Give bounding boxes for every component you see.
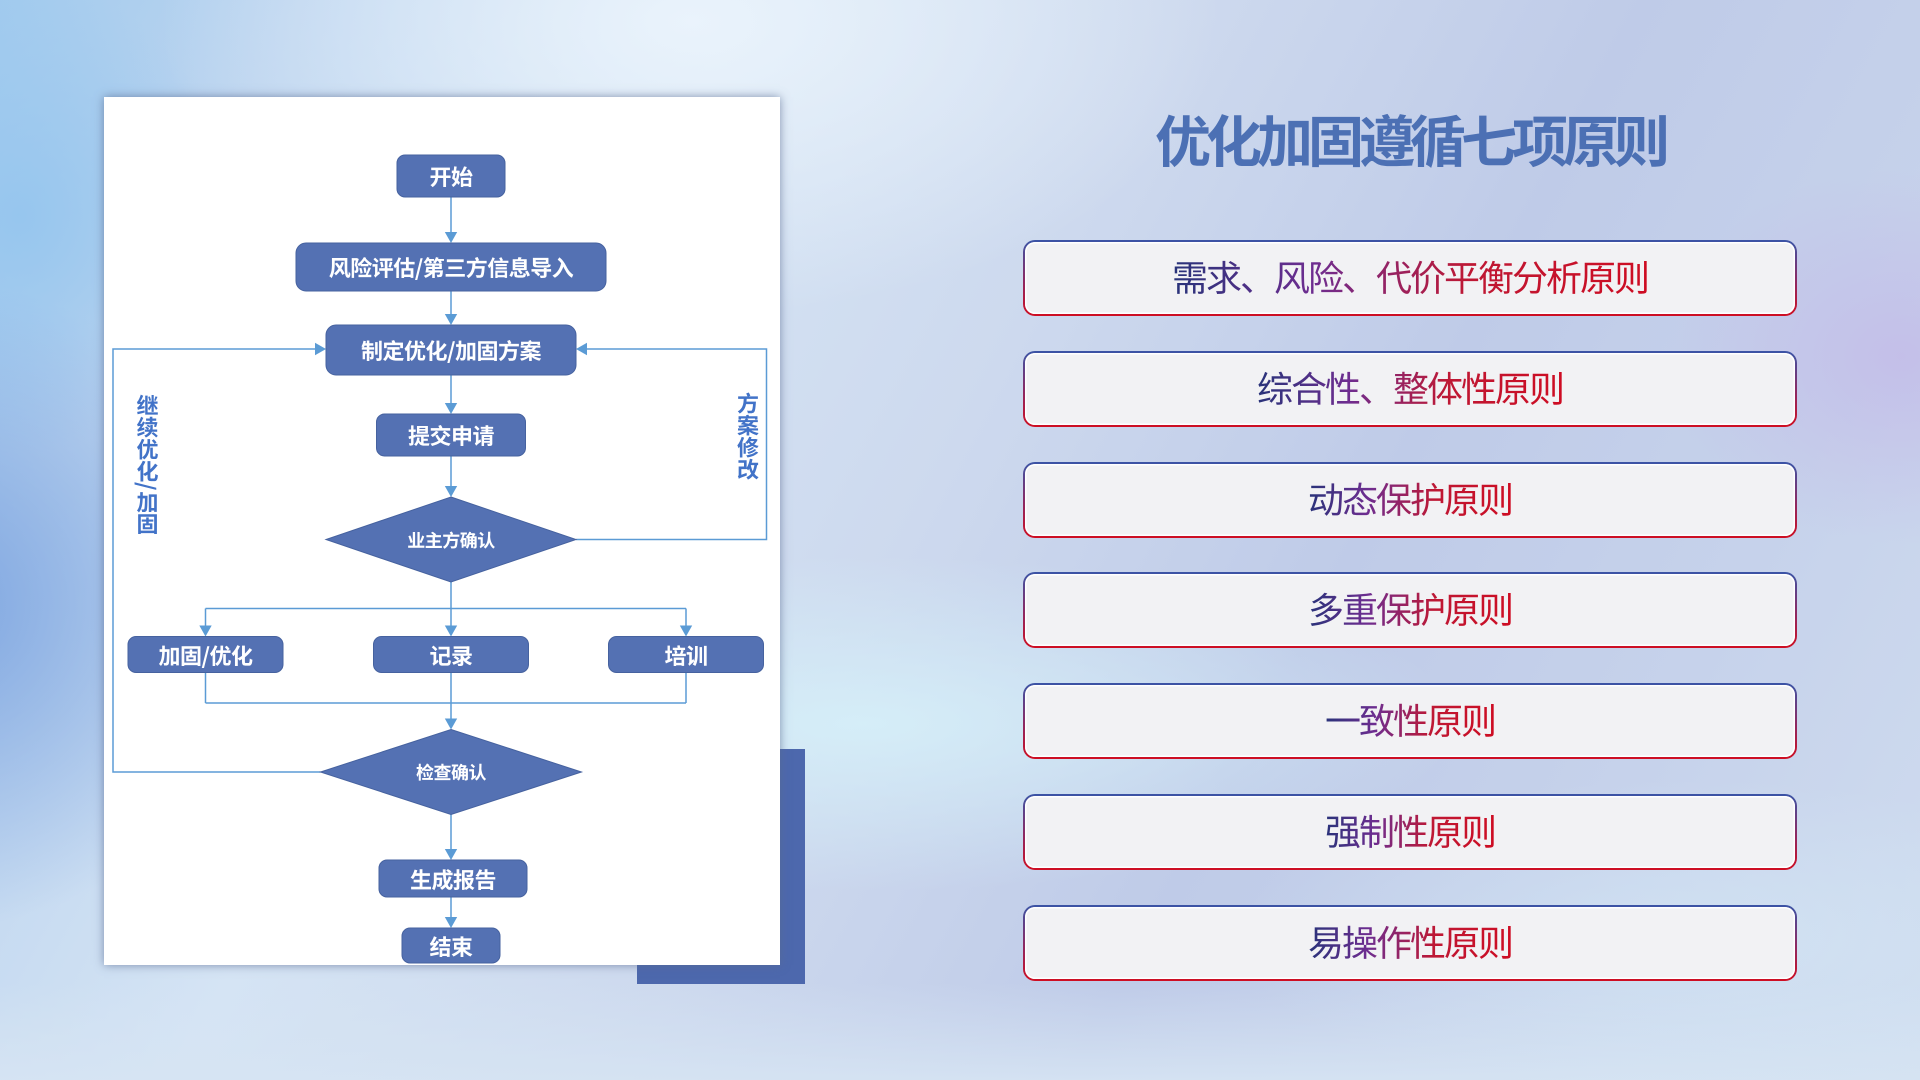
flow-connectors — [112, 197, 768, 918]
flow-shape-report — [378, 859, 528, 898]
flow-shape-owner-confirm — [324, 496, 578, 583]
flow-node-submit-request: 提交申请 — [407, 419, 495, 451]
flow-shape-reinforce — [127, 636, 284, 673]
flow-arrowhead — [315, 342, 326, 356]
flow-connector — [204, 582, 687, 627]
flow-shape-start — [396, 154, 506, 198]
flow-connector — [112, 348, 321, 773]
principle-item-2: 综合性、整体性原则 — [1023, 351, 1797, 427]
flow-node-owner-confirm: 业主方确认 — [407, 526, 495, 553]
principle-item-5: 一致性原则 — [1023, 683, 1797, 759]
flow-arrowhead — [444, 232, 458, 243]
flow-node-reinforce: 加固/优化 — [158, 638, 253, 671]
flow-arrowhead — [444, 718, 458, 730]
flow-shape-end — [401, 927, 501, 964]
principle-label: 多重保护原则 — [1307, 582, 1514, 635]
flow-node-make-plan: 制定优化/加固方案 — [360, 334, 542, 366]
principle-item-1: 需求、风险、代价平衡分析原则 — [1023, 240, 1797, 316]
flow-node-record: 记录 — [429, 638, 473, 671]
flow-shape-training — [608, 636, 764, 673]
flow-shape-check-confirm — [318, 728, 584, 816]
principle-item-3: 动态保护原则 — [1023, 462, 1797, 538]
flow-node-risk-import: 风险评估/第三方信息导入 — [328, 251, 574, 283]
flow-arrowhead — [444, 403, 458, 414]
flow-arrowhead — [444, 314, 458, 325]
principle-item-4: 多重保护原则 — [1023, 572, 1797, 648]
flow-arrowhead — [576, 342, 587, 356]
flowchart-graphic — [112, 154, 768, 964]
principle-item-7: 易操作性原则 — [1023, 905, 1797, 981]
flow-arrowhead — [679, 625, 693, 637]
principle-item-6: 强制性原则 — [1023, 794, 1797, 870]
flow-shape-risk-import — [295, 242, 607, 292]
principle-label: 需求、风险、代价平衡分析原则 — [1171, 250, 1650, 302]
flow-node-end: 结束 — [429, 929, 473, 962]
flowchart-card: 开始风险评估/第三方信息导入制定优化/加固方案提交申请业主方确认加固/优化 记录 培… — [104, 97, 780, 965]
flow-shape-record — [373, 636, 529, 673]
flow-arrowhead — [199, 625, 212, 637]
principle-label: 一致性原则 — [1324, 693, 1497, 746]
principle-label: 综合性、整体性原则 — [1256, 360, 1565, 413]
flow-node-start: 开始 — [429, 160, 473, 192]
flow-label-revise-loop: 方案修改 — [732, 392, 764, 480]
flow-connector — [204, 672, 687, 720]
flow-arrowhead — [444, 486, 458, 497]
page-title: 优化加固遵循七项原则 — [1155, 97, 1670, 179]
flow-arrowhead — [444, 849, 458, 860]
principle-label: 易操作性原则 — [1307, 914, 1514, 967]
flow-shape-make-plan — [325, 324, 577, 376]
flow-arrowhead — [444, 625, 458, 637]
principle-label: 动态保护原则 — [1307, 471, 1514, 524]
flow-shape-submit-request — [376, 413, 526, 457]
flow-connector — [576, 348, 768, 541]
flow-label-continue-loop: 继续优化/加固 — [131, 394, 164, 535]
flow-node-check-confirm: 检查确认 — [416, 759, 487, 785]
principle-label: 强制性原则 — [1324, 804, 1497, 856]
flow-arrowhead — [444, 917, 458, 928]
flow-node-training: 培训 — [664, 638, 708, 671]
flow-node-report: 生成报告 — [409, 862, 497, 895]
